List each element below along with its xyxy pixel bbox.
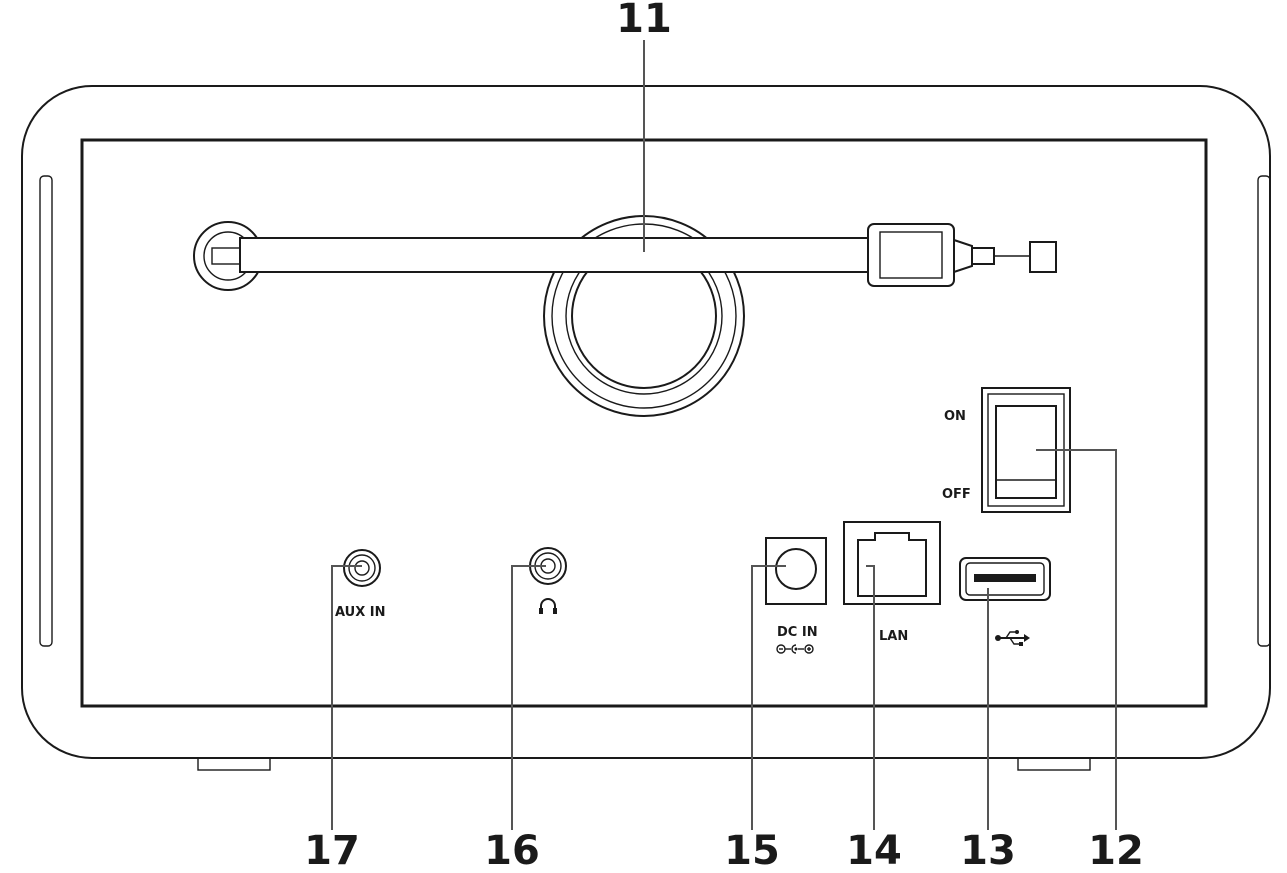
headphone-icon [539,598,557,614]
leader-16 [511,565,546,830]
switch-on-label: ON [944,409,966,424]
cabinet-outline [21,85,1271,759]
leader-15 [751,565,786,830]
aux-in-label: AUX IN [335,605,385,620]
callout-13: 13 [960,828,1016,873]
callout-15: 15 [724,828,780,873]
lan-port [843,521,941,605]
callout-11: 11 [616,0,672,42]
callout-17: 17 [304,828,360,873]
dc-in-label: DC IN [777,625,818,640]
left-side-panel [39,175,53,647]
leader-17 [331,565,362,830]
callout-12: 12 [1088,828,1144,873]
left-foot [197,757,271,771]
dc-polarity-icon [776,644,814,654]
usb-port [959,557,1051,601]
lan-label: LAN [879,629,908,644]
antenna [193,221,1057,291]
right-side-panel [1257,175,1271,647]
switch-off-label: OFF [942,487,971,502]
dc-in-socket [765,537,827,605]
usb-icon [995,630,1030,646]
callout-16: 16 [484,828,540,873]
leader-14 [866,565,875,830]
right-foot [1017,757,1091,771]
aux-in-jack [343,549,381,587]
callout-14: 14 [846,828,902,873]
leader-12 [1036,449,1117,830]
